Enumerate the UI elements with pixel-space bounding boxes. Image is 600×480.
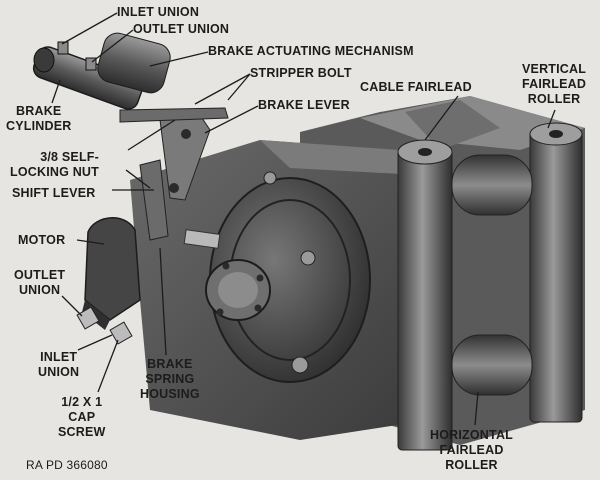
label-ra-pd-number: RA PD 366080 — [26, 458, 108, 472]
union-fittings — [76, 306, 133, 345]
drum-cover — [209, 171, 371, 383]
label-stripper-bolt: STRIPPER BOLT — [250, 66, 352, 80]
label-outlet-union-top: OUTLET UNION — [133, 22, 230, 36]
label-inlet-union-top: INLET UNION — [117, 5, 200, 19]
label-self-locking-nut: 3/8 SELF- LOCKING NUT — [10, 150, 99, 179]
label-brake-cylinder: BRAKE CYLINDER — [6, 104, 72, 133]
label-inlet-union-bottom: INLET UNION — [38, 350, 80, 379]
label-brake-spring-housing: BRAKE SPRING HOUSING — [140, 357, 200, 401]
label-motor: MOTOR — [18, 233, 66, 247]
label-cap-screw: 1/2 X 1 CAP SCREW — [58, 395, 106, 439]
brake-spring-housing-part — [183, 229, 271, 321]
vertical-fairlead-rollers — [397, 122, 583, 451]
label-horizontal-fairlead-roller: HORIZONTAL FAIRLEAD ROLLER — [430, 428, 514, 472]
leader-lines — [51, 12, 556, 426]
brake-cylinder-part — [32, 32, 229, 123]
horizontal-fairlead-rollers — [451, 154, 533, 396]
label-brake-actuating-mechanism: BRAKE ACTUATING MECHANISM — [208, 44, 414, 58]
label-vertical-fairlead-roller: VERTICAL FAIRLEAD ROLLER — [522, 62, 587, 106]
label-outlet-union-bottom: OUTLET UNION — [14, 268, 66, 297]
shift-lever-part — [139, 159, 169, 241]
label-shift-lever: SHIFT LEVER — [12, 186, 96, 200]
label-brake-lever: BRAKE LEVER — [258, 98, 350, 112]
label-cable-fairlead: CABLE FAIRLEAD — [360, 80, 472, 94]
